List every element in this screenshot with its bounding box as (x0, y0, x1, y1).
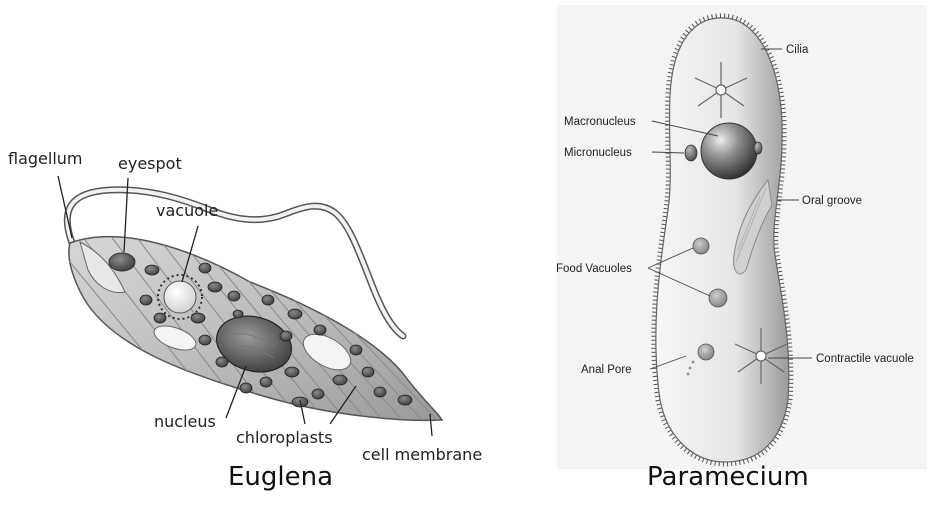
paramecium-illustration: Cilia Macronucleus Micronucleus Oral gro… (520, 0, 928, 520)
euglena-diagram: flagellum eyespot vacuole nucleus chloro… (0, 0, 520, 520)
label-flagellum: flagellum (8, 149, 83, 168)
eyespot-organelle (109, 253, 135, 271)
label-contractile-vacuole: Contractile vacuole (816, 353, 914, 365)
micronucleus-organelle (685, 145, 697, 161)
label-oral-groove: Oral groove (802, 195, 862, 207)
label-food-vacuoles: Food Vacuoles (556, 263, 632, 275)
label-chloroplasts: chloroplasts (236, 428, 333, 447)
label-nucleus: nucleus (154, 412, 216, 431)
macronucleus-organelle (701, 123, 757, 179)
label-cell-membrane: cell membrane (362, 445, 482, 464)
caption-euglena: Euglena (228, 462, 333, 492)
paramecium-body (656, 18, 789, 462)
label-anal-pore: Anal Pore (581, 364, 632, 376)
label-vacuole: vacuole (156, 201, 218, 220)
label-eyespot: eyespot (118, 154, 182, 173)
label-cilia: Cilia (786, 44, 809, 56)
paramecium-diagram: Cilia Macronucleus Micronucleus Oral gro… (520, 0, 928, 520)
caption-paramecium: Paramecium (647, 462, 809, 492)
label-macronucleus: Macronucleus (564, 116, 636, 128)
label-micronucleus: Micronucleus (564, 147, 632, 159)
contractile-vacuole-organelle (164, 281, 196, 313)
euglena-illustration: flagellum eyespot vacuole nucleus chloro… (0, 0, 520, 520)
